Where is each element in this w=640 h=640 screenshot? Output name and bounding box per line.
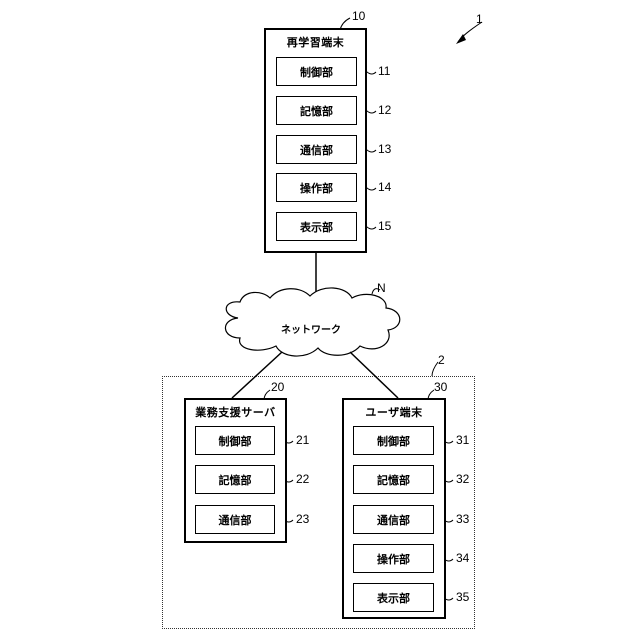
terminal-title: 再学習端末 xyxy=(266,34,365,50)
user-terminal-unit-storage: 記憶部 xyxy=(353,465,434,494)
terminal-unit-ref-15: 15 xyxy=(378,219,391,233)
terminal-unit-ref-12: 12 xyxy=(378,103,391,117)
figure-ref-label: 1 xyxy=(476,12,483,26)
user-terminal-unit-ref-32: 32 xyxy=(456,472,469,486)
terminal-unit-display: 表示部 xyxy=(276,212,357,241)
terminal-unit-control: 制御部 xyxy=(276,57,357,86)
user-terminal-unit-communication: 通信部 xyxy=(353,505,434,534)
server-unit-ref-22: 22 xyxy=(296,472,309,486)
server-ref-label: 20 xyxy=(271,380,284,394)
server-unit-control: 制御部 xyxy=(195,426,275,455)
server-title: 業務支援サーバ xyxy=(186,404,285,420)
terminal-unit-ref-13: 13 xyxy=(378,142,391,156)
network-ref-label: N xyxy=(377,281,386,295)
user-terminal-unit-operation: 操作部 xyxy=(353,544,434,573)
server-unit-ref-23: 23 xyxy=(296,512,309,526)
user-terminal-unit-control: 制御部 xyxy=(353,426,434,455)
network-label: ネットワーク xyxy=(281,321,341,336)
terminal-unit-communication: 通信部 xyxy=(276,135,357,164)
user-terminal-unit-ref-34: 34 xyxy=(456,551,469,565)
system-ref-label: 2 xyxy=(438,353,445,367)
terminal-unit-ref-11: 11 xyxy=(378,64,390,78)
user-terminal-title: ユーザ端末 xyxy=(344,404,444,420)
server-unit-storage: 記憶部 xyxy=(195,465,275,494)
user-terminal-unit-ref-35: 35 xyxy=(456,590,469,604)
user-terminal-unit-ref-31: 31 xyxy=(456,433,469,447)
terminal-unit-storage: 記憶部 xyxy=(276,96,357,125)
user-terminal-unit-ref-33: 33 xyxy=(456,512,469,526)
server-unit-ref-21: 21 xyxy=(296,433,309,447)
user-terminal-ref-label: 30 xyxy=(434,380,447,394)
terminal-unit-operation: 操作部 xyxy=(276,173,357,202)
terminal-ref-label: 10 xyxy=(352,9,365,23)
terminal-unit-ref-14: 14 xyxy=(378,180,391,194)
server-unit-communication: 通信部 xyxy=(195,505,275,534)
user-terminal-unit-display: 表示部 xyxy=(353,583,434,612)
